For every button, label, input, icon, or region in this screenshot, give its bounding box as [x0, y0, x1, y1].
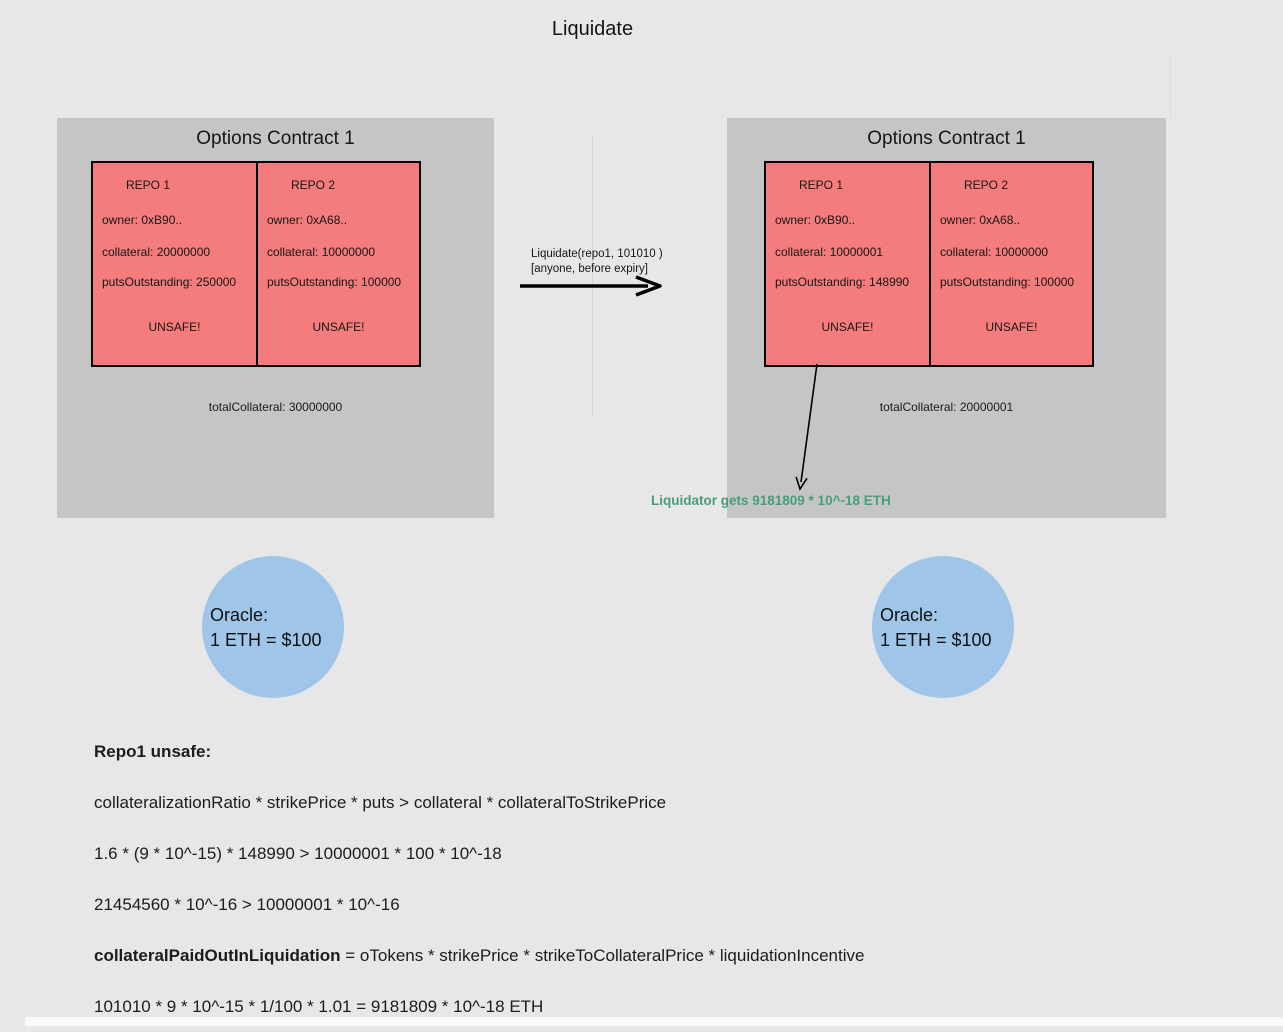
repo-status: UNSAFE!: [312, 320, 365, 334]
repo-status: UNSAFE!: [985, 320, 1038, 334]
repo-title: REPO 1: [126, 178, 171, 192]
repo-puts-outstanding: putsOutstanding: 100000: [267, 275, 402, 289]
contract-title: Options Contract 1: [196, 128, 355, 149]
bottom-edge-strip: [25, 1017, 1283, 1026]
liquidator-payout-note: Liquidator gets 9181809 * 10^-18 ETH: [651, 493, 891, 508]
repo-owner: owner: 0xA68..: [267, 213, 348, 227]
payout-formula: collateralPaidOutInLiquidation = oTokens…: [94, 930, 864, 981]
oracle-label: Oracle:: [880, 605, 939, 625]
repo-collateral: collateral: 10000000: [940, 245, 1049, 259]
oracle-text: Oracle: 1 ETH = $100: [880, 603, 992, 653]
contract-title: Options Contract 1: [867, 128, 1026, 149]
repo-title: REPO 2: [964, 178, 1009, 192]
oracle-text: Oracle: 1 ETH = $100: [210, 603, 322, 653]
options-contract-panel-before: Options Contract 1 REPO 1 owner: 0xB90..…: [57, 118, 494, 518]
payout-formula-rest: = oTokens * strikePrice * strikeToCollat…: [340, 946, 865, 965]
repo-puts-outstanding: putsOutstanding: 100000: [940, 275, 1075, 289]
liquidate-arrow-icon: [520, 275, 662, 297]
oracle-price: 1 ETH = $100: [210, 630, 322, 650]
oracle-label: Oracle:: [210, 605, 269, 625]
oracle-circle-right: Oracle: 1 ETH = $100: [872, 556, 1014, 698]
unsafe-condition-formula: collateralizationRatio * strikePrice * p…: [94, 793, 667, 812]
total-collateral-label: totalCollateral: 20000001: [879, 400, 1014, 414]
unsafe-condition-result: 21454560 * 10^-16 > 10000001 * 10^-16: [94, 895, 400, 914]
repo-title: REPO 1: [799, 178, 844, 192]
repo-status: UNSAFE!: [821, 320, 874, 334]
repo-group: REPO 1 owner: 0xB90.. collateral: 200000…: [91, 161, 421, 367]
repo-puts-outstanding: putsOutstanding: 148990: [775, 275, 910, 289]
payout-formula-label: collateralPaidOutInLiquidation: [94, 946, 341, 965]
repo-group: REPO 1 owner: 0xB90.. collateral: 100000…: [764, 161, 1094, 367]
repo-collateral: collateral: 20000000: [102, 245, 211, 259]
repo-puts-outstanding: putsOutstanding: 250000: [102, 275, 237, 289]
liquidate-call-condition: [anyone, before expiry]: [531, 263, 648, 275]
repo-card-2: REPO 2 owner: 0xA68.. collateral: 100000…: [256, 163, 419, 365]
oracle-circle-left: Oracle: 1 ETH = $100: [202, 556, 344, 698]
explanation-block: Repo1 unsafe: collateralizationRatio * s…: [94, 726, 864, 1032]
liquidate-call-signature: Liquidate(repo1, 101010 ): [531, 248, 663, 260]
explanation-heading: Repo1 unsafe:: [94, 742, 212, 761]
repo-status: UNSAFE!: [148, 320, 201, 334]
faint-guide-line: [1170, 55, 1171, 118]
unsafe-condition-values: 1.6 * (9 * 10^-15) * 148990 > 10000001 *…: [94, 844, 502, 863]
repo-card-1: REPO 1 owner: 0xB90.. collateral: 100000…: [766, 163, 929, 365]
payout-calculation: 101010 * 9 * 10^-15 * 1/100 * 1.01 = 918…: [94, 997, 544, 1016]
vertical-divider-line: [592, 137, 593, 415]
repo-owner: owner: 0xB90..: [775, 213, 856, 227]
repo-card-2: REPO 2 owner: 0xA68.. collateral: 100000…: [929, 163, 1092, 365]
repo-owner: owner: 0xB90..: [102, 213, 183, 227]
oracle-price: 1 ETH = $100: [880, 630, 992, 650]
repo-card-1: REPO 1 owner: 0xB90.. collateral: 200000…: [93, 163, 256, 365]
total-collateral-label: totalCollateral: 30000000: [208, 400, 343, 414]
page-title: Liquidate: [551, 18, 634, 40]
liquidate-call-label: Liquidate(repo1, 101010 ) [anyone, befor…: [531, 247, 663, 277]
repo-collateral: collateral: 10000000: [267, 245, 376, 259]
repo-title: REPO 2: [291, 178, 336, 192]
options-contract-panel-after: Options Contract 1 REPO 1 owner: 0xB90..…: [727, 118, 1166, 518]
repo-owner: owner: 0xA68..: [940, 213, 1021, 227]
repo-collateral: collateral: 10000001: [775, 245, 884, 259]
